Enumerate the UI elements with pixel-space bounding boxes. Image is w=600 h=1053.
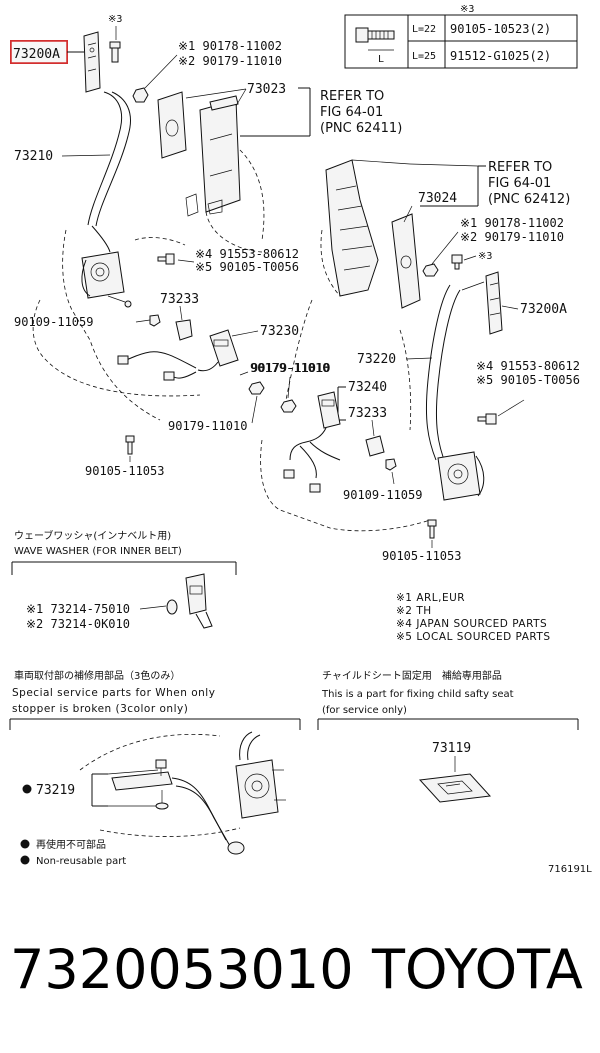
nut-top [132,87,149,103]
label-73233-b: 73233 [348,406,387,421]
footer: 7320053010 TOYOTA [0,935,600,1025]
table-part-1: 90105-10523(2) [450,22,551,36]
legend-line-3: ※4 JAPAN SOURCED PARTS [396,618,547,630]
label-91553-80612-b: ※4 91553-80612 [476,359,580,373]
label-90105-11053-a: 90105-11053 [85,464,164,478]
buckle-73230 [117,329,239,381]
buckle-73240 [283,391,341,493]
legend-dot-jp [20,839,30,849]
refer2-line1: REFER TO [488,160,552,175]
label-90105-t0056-b: ※5 90105-T0056 [476,373,580,387]
label-mark3-right: ※3 [478,251,492,262]
figure-id: 716191L [548,864,592,875]
legend-line-1: ※1 ARL,EUR [396,592,465,604]
cover-73233-right [365,435,385,457]
service-jp: 車両取付部の補修用部品（3色のみ） [14,669,180,682]
label-90105-11053-b: 90105-11053 [382,549,461,563]
pillar-trim-73023 [157,91,241,217]
nut-right-top [422,263,439,277]
table-length-2: L=25 [412,51,436,62]
retractor-left [81,251,132,308]
service-part-73219: 73219 [36,783,75,798]
child-seat-part-73119: 73119 [432,741,471,756]
label-73024: 73024 [418,191,457,206]
refer2-line3: (PNC 62412) [488,192,570,207]
label-73230: 73230 [260,324,299,339]
child-seat-en-2: (for service only) [322,705,407,716]
service-en-1: Special service parts for When only [12,687,215,699]
label-73210: 73210 [14,149,53,164]
nut-90179-right [280,399,297,413]
label-90179-11010-b2: 90179-11010 [168,419,247,433]
nonreusable-dot-73219 [22,784,32,794]
label-73233-a: 73233 [160,292,199,307]
footer-part-number: 7320053010 [10,938,354,1001]
wave-washer-part-2: ※2 73214-0K010 [26,617,130,631]
label-73220: 73220 [357,352,396,367]
bolt-table: L L=22 90105-10523(2) L=25 91512-G1025(2… [344,14,578,69]
label-90179-11010-d: 90179-11010 [251,361,330,375]
child-seat-en-1: This is a part for fixing child safty se… [321,689,514,700]
bolt-90109-left [149,314,161,327]
nonreusable-jp: 再使用不可部品 [36,838,106,851]
child-seat-jp: チャイルドシート固定用 補給専用部品 [322,669,502,682]
label-91553-80612-a: ※4 91553-80612 [195,247,299,261]
bolt-icon: L [355,27,395,65]
child-seat-anchor-drawing [418,773,492,803]
label-90109-11059-a: 90109-11059 [14,315,93,329]
table-part-2: 91512-G1025(2) [450,49,551,63]
label-73200a-top[interactable]: 73200A [13,47,60,62]
legend-dot-en [20,855,30,865]
nut-90179-left [248,381,265,395]
bolt-90105-11053-left [125,435,135,455]
bolt-91553-left [157,253,175,265]
bolt-right-top [451,254,463,270]
refer1-line1: REFER TO [320,89,384,104]
service-en-2: stopper is broken (3color only) [12,703,188,715]
refer1-line2: FIG 64-01 [320,105,383,120]
label-90178-11002: ※1 90178-11002 [178,39,282,53]
table-header-mark: ※3 [460,4,474,15]
svg-text:L: L [378,54,384,65]
label-90179-11010-b: 90179-11010 [250,361,329,375]
anchor-slider-left [83,31,101,93]
wave-washer-en: WAVE WASHER (FOR INNER BELT) [14,546,182,557]
legend-line-2: ※2 TH [396,605,432,617]
anchor-slider-right [485,271,503,335]
pillar-trim-73024 [391,213,421,309]
wave-washer-jp: ウェーブワッシャ(インナベルト用) [14,529,171,542]
bolt-right-mid [477,413,497,425]
footer-brand: TOYOTA [372,938,583,1001]
legend-line-4: ※5 LOCAL SOURCED PARTS [396,631,551,643]
label-mark3-top: ※3 [108,14,122,25]
label-73240: 73240 [348,380,387,395]
refer2-line2: FIG 64-01 [488,176,551,191]
retractor-right [437,451,485,501]
table-length-1: L=22 [412,24,436,35]
label-90105-t0056-a: ※5 90105-T0056 [195,260,299,274]
label-90178-11002-b: ※1 90178-11002 [460,216,564,230]
nonreusable-en: Non-reusable part [36,856,126,867]
refer1-line3: (PNC 62411) [320,121,402,136]
label-90109-11059-b: 90109-11059 [343,488,422,502]
wave-washer-drawing [166,573,213,629]
bolt-90105-11053-right [427,519,437,539]
wave-washer-part-1: ※1 73214-75010 [26,602,130,616]
label-90179-11010-c: ※2 90179-11010 [460,230,564,244]
cover-73233-left [175,319,193,341]
bolt-top [109,41,121,63]
pillar-garnish-right [320,159,379,297]
service-parts-drawing [79,731,286,855]
label-73023: 73023 [247,82,286,97]
label-90179-11010-a: ※2 90179-11010 [178,54,282,68]
bolt-90109-right [385,458,397,471]
label-73200a-right[interactable]: 73200A [520,302,567,317]
